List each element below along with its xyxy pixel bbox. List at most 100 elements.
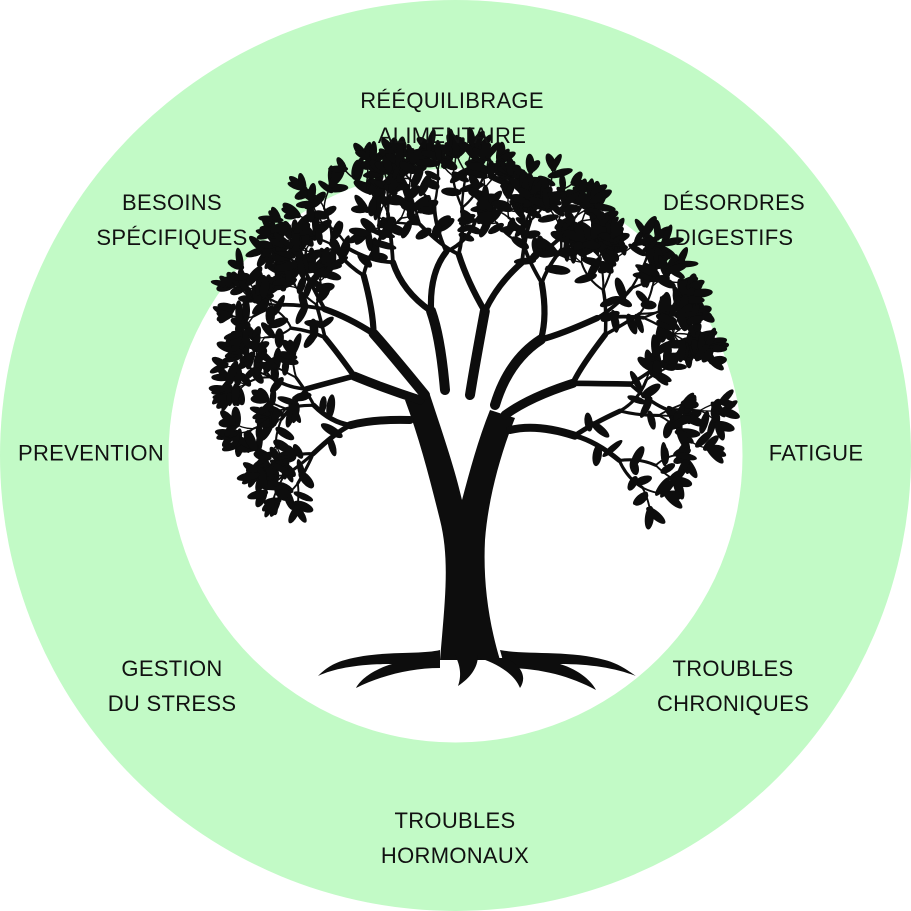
tree-leaf [338, 235, 350, 259]
tree-leaf [211, 356, 229, 369]
tree-leaf [694, 344, 710, 362]
label-besoins-specifiques: BESOINS SPÉCIFIQUES [96, 185, 247, 255]
tree-leaf [282, 202, 301, 219]
tree-leaf [714, 420, 725, 441]
label-line: DÉSORDRES [662, 190, 806, 215]
label-line: PREVENTION [17, 440, 165, 466]
tree-leaf [395, 141, 404, 168]
tree-leaf [418, 206, 436, 215]
tree-leaf [639, 396, 653, 418]
tree-leaf [550, 153, 562, 172]
label-line: TROUBLES [394, 808, 516, 833]
tree-branch [312, 247, 350, 254]
tree-leaf [598, 232, 618, 243]
tree-leaf [599, 260, 614, 274]
tree-leaf [590, 421, 610, 438]
tree-leaf [268, 317, 289, 329]
tree-leaf [627, 395, 647, 405]
tree-branch [481, 259, 526, 315]
tree-leaf [307, 183, 317, 203]
tree-leaf [247, 489, 269, 500]
tree-leaf [641, 215, 657, 239]
tree-leaf [634, 313, 644, 334]
tree-leaf [293, 213, 312, 234]
tree-leaf [220, 410, 236, 426]
label-line: HORMONAUX [380, 843, 530, 868]
tree-leaf [271, 462, 292, 476]
label-line: DU STRESS [107, 691, 237, 716]
tree-leaf [662, 490, 683, 509]
tree-leaf [255, 451, 272, 466]
tree-leaf [380, 217, 394, 240]
tree-leaf [582, 240, 601, 250]
tree-leaf [676, 307, 688, 332]
tree-leaf [424, 170, 441, 181]
tree-leaf [239, 372, 252, 387]
tree-leaf [231, 382, 240, 406]
label-reequilibrage-alimentaire: RÉÉQUILIBRAGE ALIMENTAIRE [360, 83, 544, 153]
tree-branch [305, 273, 327, 312]
tree-leaf [660, 463, 676, 474]
tree-branch [601, 288, 608, 337]
tree-leaf [487, 160, 495, 180]
label-line: TROUBLES [672, 656, 794, 681]
tree-leaf [273, 232, 293, 249]
tree-leaf [217, 302, 236, 312]
tree-leaf [285, 403, 296, 428]
tree-leaf [468, 174, 481, 190]
tree-leaf [665, 263, 687, 274]
tree-branch [427, 248, 450, 315]
tree-branch [289, 326, 327, 340]
label-line: FATIGUE [768, 440, 864, 466]
tree-leaf [295, 302, 309, 325]
tree-leaf [561, 191, 580, 208]
tree-leaf [410, 194, 431, 212]
label-gestion-du-stress: GESTION DU STRESS [108, 651, 237, 721]
tree-leaf [288, 504, 301, 524]
tree-leaf [602, 439, 623, 458]
tree-leaf [711, 398, 722, 415]
tree-leaf [660, 442, 668, 467]
label-line: SPÉCIFIQUES [96, 225, 248, 250]
tree-leaf [655, 275, 676, 289]
tree-branch [618, 409, 661, 417]
tree-leaf [689, 288, 713, 298]
tree-leaf [223, 331, 243, 341]
tree-leaf [310, 191, 326, 208]
tree-branch [368, 328, 430, 400]
tree-branch [389, 259, 435, 315]
tree-leaf [306, 204, 315, 223]
tree-leaf [245, 266, 263, 286]
tree-leaf [426, 129, 436, 152]
tree-leaf [628, 243, 646, 257]
tree-leaf [680, 399, 699, 409]
tree-leaf [677, 339, 687, 363]
tree-leaf [424, 178, 440, 190]
tree-leaf [257, 387, 270, 403]
tree-leaf [369, 141, 378, 164]
tree-leaf [705, 444, 724, 464]
tree-leaf [259, 225, 275, 238]
tree-leaf [655, 476, 671, 496]
tree-branch [537, 314, 601, 343]
label-fatigue: FATIGUE [769, 436, 864, 471]
tree-leaf [320, 423, 343, 439]
tree-branch [465, 306, 490, 400]
tree-leaf [269, 446, 284, 466]
tree-leaf [699, 411, 710, 434]
tree-leaf [507, 221, 531, 237]
tree-leaf [701, 348, 714, 363]
label-troubles-chroniques: TROUBLES CHRONIQUES [657, 651, 809, 721]
tree-leaf [541, 188, 550, 210]
label-troubles-hormonaux: TROUBLES HORMONAUX [381, 803, 529, 873]
tree-branch [322, 334, 357, 379]
tree-branch [294, 376, 316, 407]
tree-leaf [476, 194, 493, 212]
tree-branch [311, 402, 353, 428]
tree-leaf [267, 305, 276, 324]
tree-leaf [348, 227, 371, 237]
tree-leaf [667, 415, 691, 431]
tree-leaf [642, 262, 660, 278]
tree-leaf [462, 141, 479, 162]
